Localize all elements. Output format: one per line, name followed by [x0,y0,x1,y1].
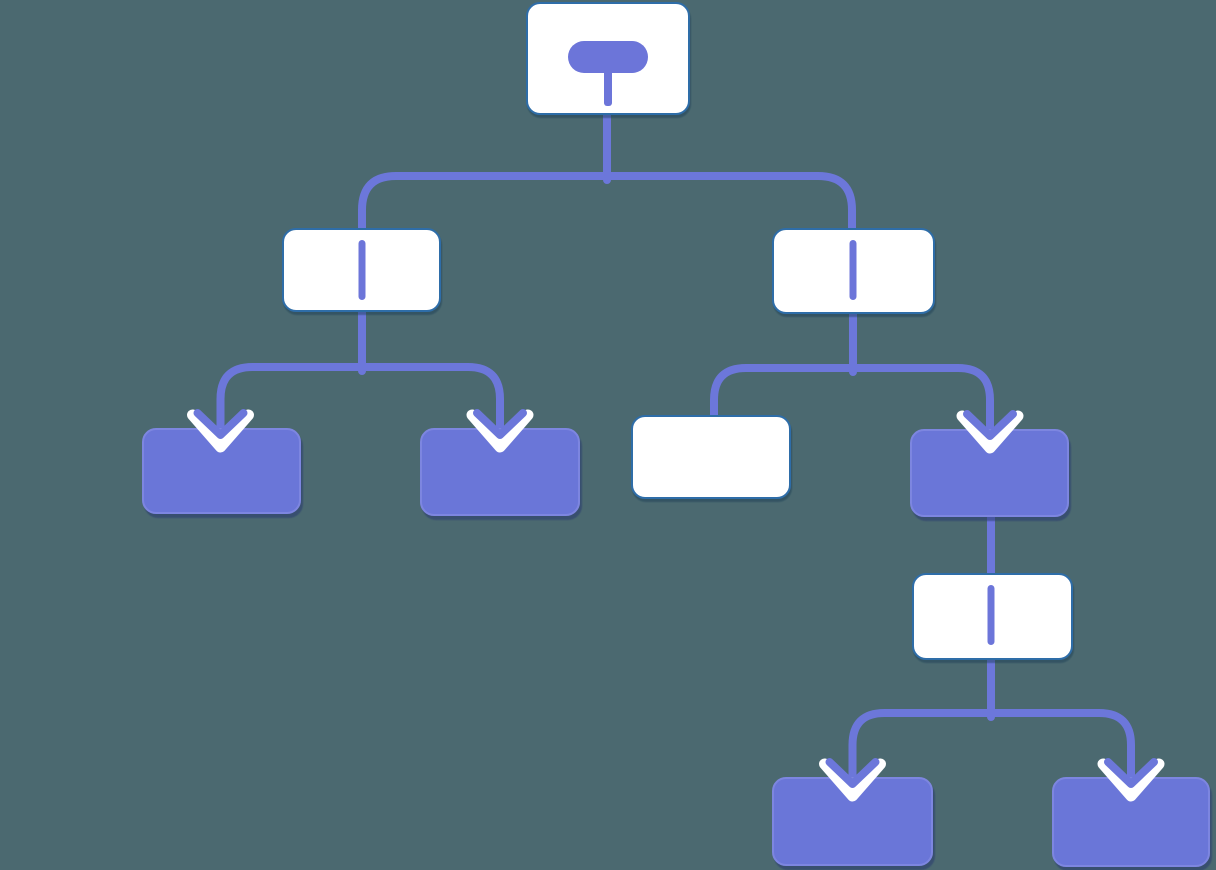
node-branch-left[interactable] [282,228,441,312]
connector-root-to-branches[interactable] [358,109,856,233]
chevron-outline-icon [819,758,886,802]
node-root[interactable] [526,2,690,115]
node-branch-right[interactable] [772,228,935,314]
node-child-plain[interactable] [631,415,791,499]
arrowhead-into-leaf-d[interactable] [819,758,886,802]
vertical-bar-icon [849,240,857,300]
connector-branch-left-to-leaves[interactable] [216,307,504,435]
arrowhead-icon [473,409,527,439]
vertical-bar-icon [987,585,995,645]
arrowhead-into-leaf-c[interactable] [956,410,1024,454]
connector-branch-lower-to-leaves[interactable] [848,655,1135,784]
root-pill-icon [568,41,648,106]
arrowhead-into-leaf-a[interactable] [187,409,254,453]
node-leaf-b[interactable] [420,428,580,516]
connector-branch-right-to-children[interactable] [710,309,994,436]
arrowhead-icon [963,410,1017,440]
arrowhead-into-leaf-b[interactable] [466,409,534,453]
node-branch-lower[interactable] [912,573,1073,660]
arrowhead-icon [1104,758,1158,788]
chevron-outline-icon [1097,758,1165,802]
chevron-outline-icon [956,410,1024,454]
vertical-bar-icon [358,240,366,300]
node-leaf-e[interactable] [1052,777,1210,867]
arrowhead-icon [825,758,880,788]
arrowhead-into-leaf-e[interactable] [1097,758,1165,802]
chevron-outline-icon [466,409,534,453]
arrowhead-icon [193,409,248,439]
chevron-outline-icon [187,409,254,453]
node-leaf-d[interactable] [772,777,933,866]
